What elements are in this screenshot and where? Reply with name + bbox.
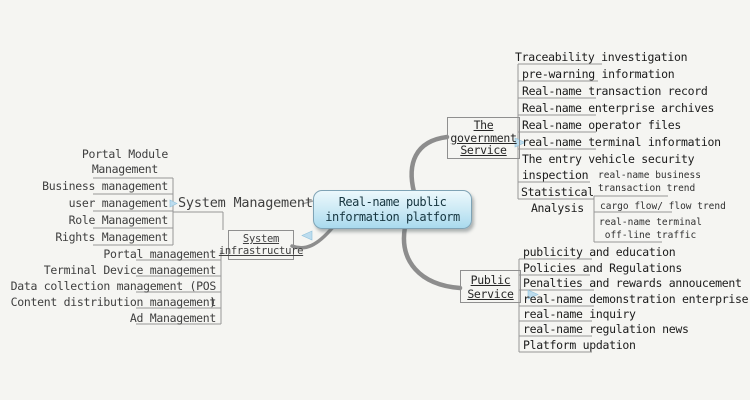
branch-line-system-management [301,200,314,205]
infra-topic-ad[interactable]: Ad Management [129,311,216,325]
pub-topic-inquiry[interactable]: real-name inquiry [523,307,636,321]
gov-topic-terminal-info[interactable]: real-name terminal information [522,135,721,149]
gov-topic-transaction[interactable]: Real-name transaction record [522,84,708,98]
infra-topic-portal[interactable]: Portal management [103,247,216,261]
branch-curve-public [401,224,463,291]
gov-topic-traceability[interactable]: Traceability investigation [515,50,688,64]
gov-topic-prewarning[interactable]: pre-warning information [522,67,675,81]
infra-topic-data-collection[interactable]: Data collection management (POS ) [10,279,217,309]
infra-topic-content-distribution[interactable]: Content distribution management [10,295,217,309]
gov-topic-statistical-analysis[interactable]: Statistical Analysis [521,185,594,215]
government-tree-lines [517,63,602,200]
system-management-tree-lines [93,177,224,246]
sm-topic-user[interactable]: user management [68,196,169,210]
sm-topic-portal-module[interactable]: Portal Module Management [81,147,168,176]
node-government-service[interactable]: The government Service [447,117,520,159]
link-marker-icon[interactable] [169,199,178,208]
stat-topic-cargo-flow[interactable]: cargo flow/ flow trend [600,201,726,212]
gov-topic-enterprise[interactable]: Real-name enterprise archives [522,101,715,115]
infra-topic-terminal-device[interactable]: Terminal Device management [43,263,217,277]
public-tree-lines [518,258,594,353]
pub-topic-policies[interactable]: Policies and Regulations [523,261,682,275]
link-marker-icon[interactable] [514,137,526,148]
pub-topic-platform-updation[interactable]: Platform updation [523,338,636,352]
gov-topic-vehicle-inspection[interactable]: The entry vehicle security inspection [522,152,695,182]
node-system-infrastructure[interactable]: System infrastructure [219,230,303,260]
pub-topic-demonstration[interactable]: real-name demonstration enterprise [523,292,749,306]
pub-topic-publicity[interactable]: publicity and education [523,245,676,259]
gov-topic-operator[interactable]: Real-name operator files [522,118,681,132]
branch-curve-government [409,134,450,195]
statistical-tree-lines [593,195,672,243]
stat-topic-offline-traffic[interactable]: real-name terminal off-line traffic [599,217,702,241]
stat-topic-business-trend[interactable]: real-name business transaction trend [598,170,701,194]
pub-topic-penalties[interactable]: Penalties and rewards annoucement [523,276,742,290]
infrastructure-tree-lines [136,250,222,325]
pub-topic-regulation-news[interactable]: real-name regulation news [523,322,689,336]
sm-topic-business[interactable]: Business management [42,179,168,193]
node-public-service[interactable]: Public Service [460,270,521,303]
link-marker-icon[interactable] [301,230,313,241]
branch-curve-infrastructure [290,225,335,250]
node-system-management[interactable]: System Management [178,195,313,211]
sm-topic-role[interactable]: Role Management [68,213,169,227]
central-topic[interactable]: Real-name public information platform [313,190,472,229]
link-marker-icon[interactable] [527,289,539,300]
sm-topic-rights[interactable]: Rights Management [55,230,168,244]
